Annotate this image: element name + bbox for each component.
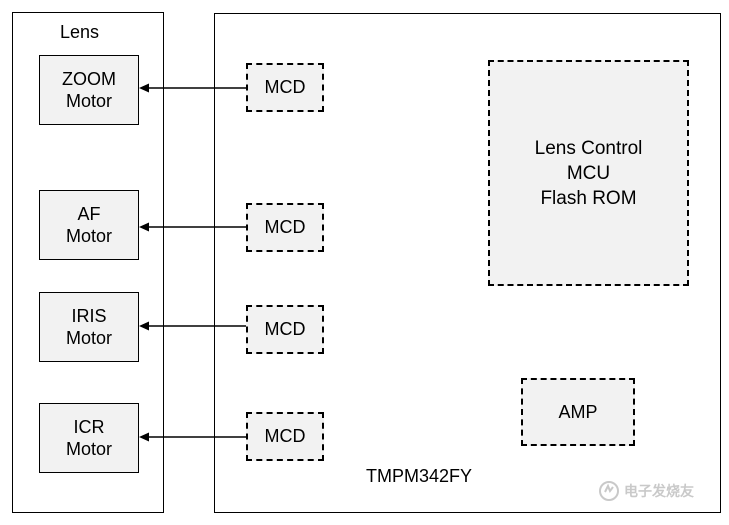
lens-control-mcu-block: Lens Control MCU Flash ROM <box>488 60 689 286</box>
motor-name: ICR <box>73 417 105 437</box>
mcd-block-af: MCD <box>246 203 324 252</box>
motor-type: Motor <box>65 226 112 246</box>
arrowhead-zoom <box>139 83 149 93</box>
motor-type: Motor <box>65 328 112 348</box>
mcd-block-zoom: MCD <box>246 63 324 112</box>
arrowhead-iris <box>139 321 149 331</box>
watermark-text: 电子发烧友 <box>624 483 694 499</box>
motor-name: ZOOM <box>62 69 116 89</box>
watermark-logo-icon <box>599 481 619 501</box>
arrowhead-icr <box>139 432 149 442</box>
mcd-block-iris: MCD <box>246 305 324 354</box>
amp-block: AMP <box>521 378 635 446</box>
lens-label: Lens <box>60 22 100 42</box>
zoom-motor-block: ZOOM Motor <box>39 55 139 125</box>
watermark: 电子发烧友 <box>598 480 694 502</box>
mcu-line-3: Flash ROM <box>540 187 637 209</box>
mcd-block-icr: MCD <box>246 412 324 461</box>
motor-type: Motor <box>65 439 112 459</box>
motor-name: IRIS <box>71 306 107 326</box>
arrowhead-af <box>139 222 149 232</box>
icr-motor-block: ICR Motor <box>39 403 139 473</box>
af-motor-block: AF Motor <box>39 190 139 260</box>
motor-name: AF <box>77 204 101 224</box>
mcu-line-2: MCU <box>566 162 611 184</box>
mcu-line-1: Lens Control <box>534 137 643 159</box>
motor-type: Motor <box>65 91 112 111</box>
chip-label: TMPM342FY <box>366 466 473 486</box>
iris-motor-block: IRIS Motor <box>39 292 139 362</box>
